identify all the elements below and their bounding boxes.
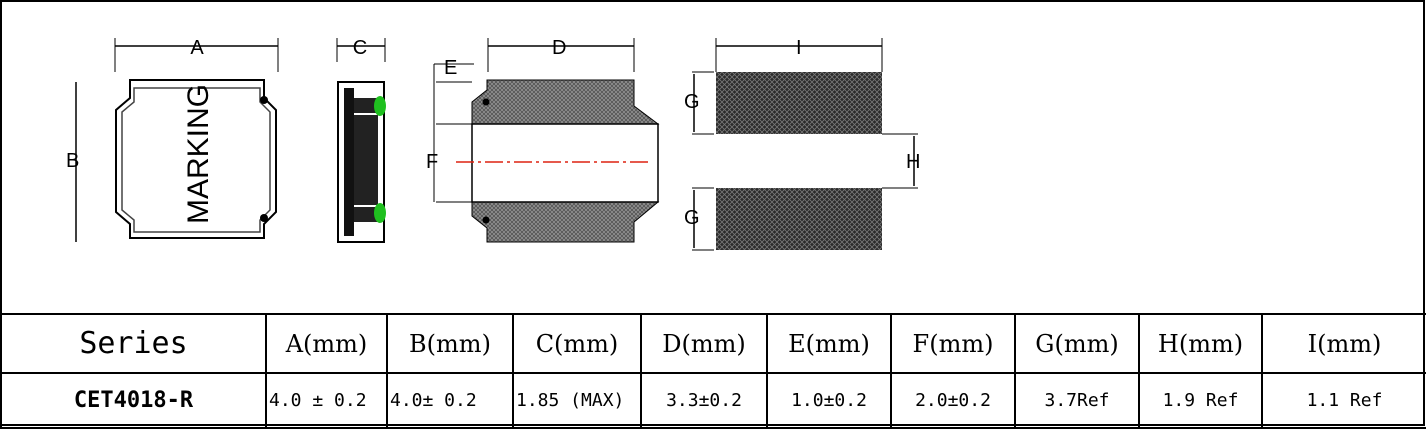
cell-a: 4.0 ± 0.2 bbox=[265, 372, 388, 429]
header-f: F(mm) bbox=[890, 313, 1016, 374]
dim-label-h: H bbox=[906, 151, 920, 173]
cell-c: 1.85 (MAX) bbox=[512, 372, 642, 429]
header-g: G(mm) bbox=[1014, 313, 1140, 374]
cell-f: 2.0±0.2 bbox=[890, 372, 1016, 429]
dim-label-c: C bbox=[353, 37, 367, 59]
marking-label: MARKING bbox=[182, 84, 215, 224]
header-a: A(mm) bbox=[265, 313, 388, 374]
dim-label-d: D bbox=[552, 37, 566, 59]
cell-series: CET4018-R bbox=[0, 372, 267, 429]
header-d: D(mm) bbox=[640, 313, 768, 374]
cell-i: 1.1 Ref bbox=[1261, 372, 1426, 429]
inductor-dimension-drawing: A B MARKING C D E F bbox=[66, 37, 920, 251]
header-h: H(mm) bbox=[1138, 313, 1263, 374]
dim-label-e: E bbox=[444, 57, 457, 79]
top-view: A B MARKING bbox=[66, 37, 279, 242]
dim-label-g-bottom: G bbox=[684, 207, 700, 229]
table-row: CET4018-R 4.0 ± 0.2 4.0± 0.2 1.85 (MAX) … bbox=[0, 372, 1426, 429]
dim-label-i: I bbox=[796, 37, 802, 59]
dim-label-a: A bbox=[190, 37, 204, 59]
header-c: C(mm) bbox=[512, 313, 642, 374]
header-e: E(mm) bbox=[766, 313, 892, 374]
header-series: Series bbox=[0, 313, 267, 374]
cross-section-view: D E F bbox=[426, 37, 660, 243]
header-i: I(mm) bbox=[1261, 313, 1426, 374]
dim-label-b: B bbox=[66, 150, 79, 172]
header-b: B(mm) bbox=[386, 313, 514, 374]
core-section-view: I G G H bbox=[684, 37, 920, 251]
cell-d: 3.3±0.2 bbox=[640, 372, 768, 429]
side-view: C bbox=[336, 37, 386, 243]
cell-g: 3.7Ref bbox=[1014, 372, 1140, 429]
dim-label-f: F bbox=[426, 151, 438, 173]
cell-b: 4.0± 0.2 bbox=[386, 372, 514, 429]
cell-h: 1.9 Ref bbox=[1138, 372, 1263, 429]
cell-e: 1.0±0.2 bbox=[766, 372, 892, 429]
table-header-row: Series A(mm) B(mm) C(mm) D(mm) E(mm) F(m… bbox=[0, 313, 1426, 374]
dimension-table: Series A(mm) B(mm) C(mm) D(mm) E(mm) F(m… bbox=[0, 313, 1426, 429]
dim-label-g-top: G bbox=[684, 91, 700, 113]
